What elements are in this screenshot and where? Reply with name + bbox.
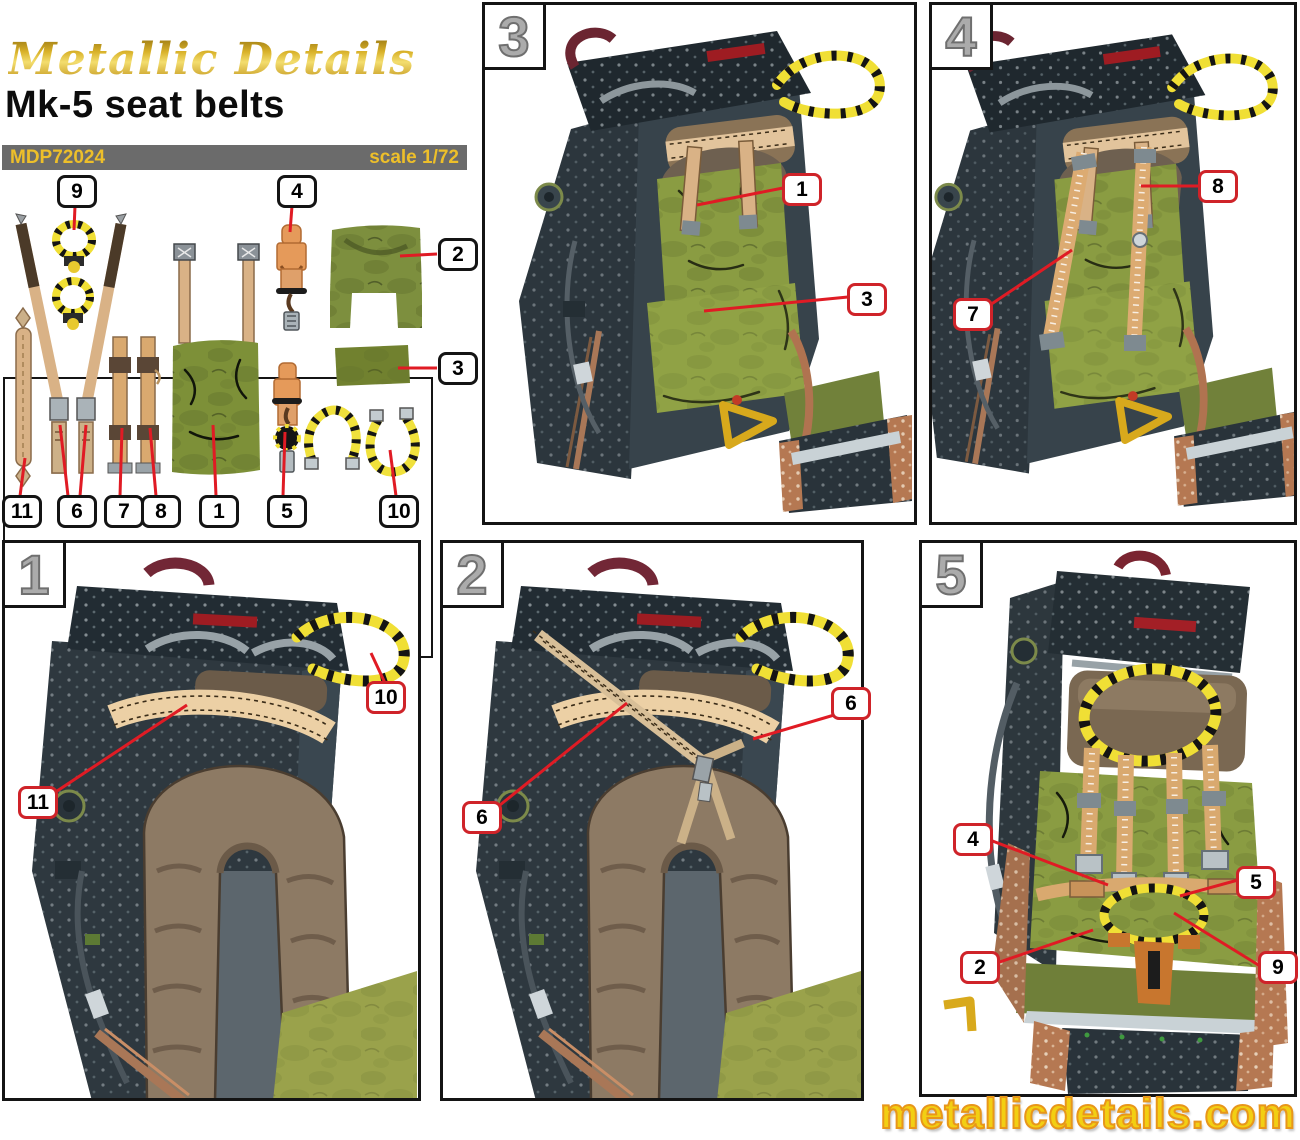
part-3-cover bbox=[335, 345, 410, 386]
callout-3: 3 bbox=[438, 352, 478, 385]
product-band: MDP72024 scale 1/72 bbox=[2, 145, 467, 170]
leader-lines bbox=[981, 835, 1261, 968]
panel-step-5: 5 bbox=[919, 540, 1298, 1097]
callout-5: 5 bbox=[1236, 866, 1276, 899]
panel-number-text: 1 bbox=[17, 542, 50, 607]
panel-number: 2 bbox=[440, 540, 504, 608]
callout-7: 7 bbox=[104, 495, 144, 528]
parts-leader-lines bbox=[18, 205, 438, 497]
callout-1: 1 bbox=[782, 173, 822, 206]
callout-8: 8 bbox=[1198, 170, 1238, 203]
callout-6-left: 6 bbox=[462, 801, 502, 834]
callout-8: 8 bbox=[141, 495, 181, 528]
callout-3: 3 bbox=[847, 283, 887, 316]
panel-step-2: 2 6 6 bbox=[440, 540, 871, 1101]
callout-11: 11 bbox=[18, 786, 58, 819]
panel-number-text: 2 bbox=[455, 542, 488, 607]
callout-9: 9 bbox=[57, 175, 97, 208]
seat-illustration-step2 bbox=[443, 543, 861, 1098]
brand-logo: Metallic Details bbox=[8, 34, 415, 85]
scale-label: scale 1/72 bbox=[369, 146, 459, 168]
part-1-bag bbox=[172, 243, 260, 475]
panel-number: 3 bbox=[482, 2, 546, 70]
parts-area: 9 4 2 3 11 6 7 8 1 5 10 bbox=[0, 170, 478, 658]
crotch-strap bbox=[532, 629, 745, 845]
panel-number-text: 5 bbox=[934, 542, 967, 607]
part-11-strap bbox=[15, 306, 32, 488]
website-url: metallicdetails.com bbox=[879, 1089, 1296, 1139]
callout-11: 11 bbox=[2, 495, 42, 528]
shoulder-straps bbox=[1039, 146, 1156, 351]
callout-10: 10 bbox=[366, 681, 406, 714]
panel-step-3: 3 1 3 bbox=[482, 2, 917, 525]
callout-6-right: 6 bbox=[831, 687, 871, 720]
callout-9: 9 bbox=[1258, 951, 1298, 984]
seat-illustration-step4 bbox=[932, 5, 1294, 522]
part-4-buckle bbox=[276, 224, 307, 331]
seat-illustration-step1 bbox=[5, 543, 418, 1098]
callout-7: 7 bbox=[953, 298, 993, 331]
leader-lines bbox=[696, 186, 849, 313]
callout-1: 1 bbox=[199, 495, 239, 528]
product-code: MDP72024 bbox=[10, 146, 106, 168]
callout-4: 4 bbox=[277, 175, 317, 208]
part-5-buckle bbox=[272, 362, 302, 473]
seat-illustration-step5 bbox=[943, 550, 1288, 1094]
callout-6: 6 bbox=[57, 495, 97, 528]
seat-illustration-step3 bbox=[485, 5, 914, 522]
panel-number: 5 bbox=[919, 540, 983, 608]
part-8-strap bbox=[135, 336, 161, 474]
panel-number: 1 bbox=[2, 540, 66, 608]
callout-2: 2 bbox=[960, 951, 1000, 984]
leader-lines bbox=[489, 701, 842, 815]
panel-step-4: 4 8 7 bbox=[929, 2, 1297, 525]
leader-lines bbox=[983, 184, 1200, 311]
callout-10: 10 bbox=[379, 495, 419, 528]
part-9-rings bbox=[52, 220, 96, 330]
leader-lines bbox=[50, 652, 387, 797]
callout-5: 5 bbox=[267, 495, 307, 528]
part-2-cover bbox=[330, 225, 422, 328]
panel-number: 4 bbox=[929, 2, 993, 70]
page-title: Mk-5 seat belts bbox=[5, 84, 285, 126]
callout-2: 2 bbox=[438, 238, 478, 271]
panel-step-1: 1 11 10 bbox=[2, 540, 421, 1101]
parts-illustration bbox=[15, 205, 438, 497]
panel-number-text: 4 bbox=[944, 4, 977, 69]
panel-number-text: 3 bbox=[497, 4, 530, 69]
callout-4: 4 bbox=[953, 823, 993, 856]
part-10-loops bbox=[304, 405, 420, 477]
